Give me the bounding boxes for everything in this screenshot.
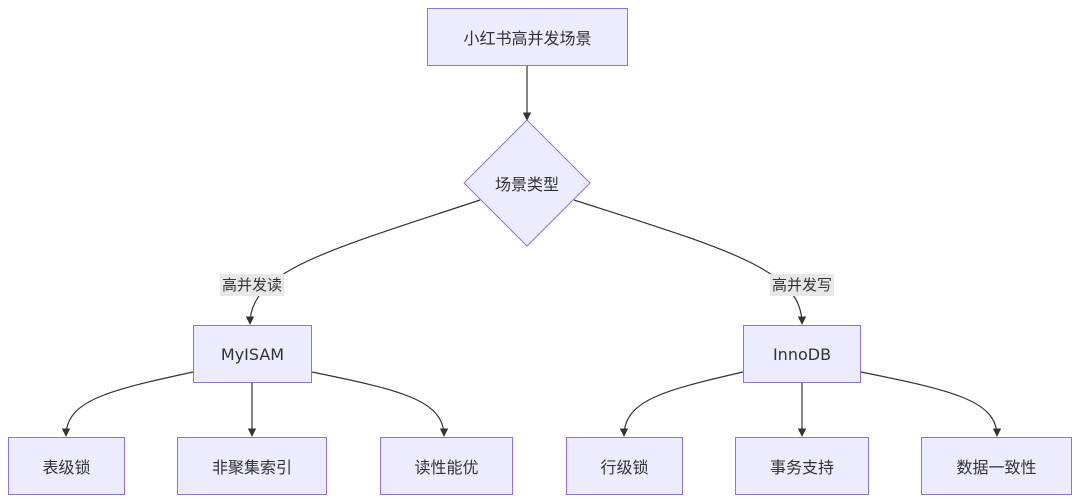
innodb-node: InnoDB — [743, 325, 861, 383]
data-consistency-node: 数据一致性 — [921, 437, 1072, 495]
transaction-support-node: 事务支持 — [735, 437, 869, 495]
edge-innodb-to-row-lock — [619, 371, 744, 437]
edge-myisam-to-read-performance — [311, 371, 449, 437]
read-performance-node: 读性能优 — [380, 437, 513, 495]
root-node: 小红书高并发场景 — [427, 8, 628, 66]
edge-myisam-to-table-lock — [61, 371, 194, 437]
myisam-node: MyISAM — [193, 325, 312, 383]
edge-label-high-read: 高并发读 — [219, 274, 285, 296]
row-lock-node: 行级锁 — [566, 437, 683, 495]
edge-label-high-write: 高并发写 — [769, 274, 835, 296]
edge-decision-to-innodb — [573, 199, 807, 325]
decision-node — [463, 119, 591, 247]
edge-innodb-to-data-consistency — [860, 371, 1002, 437]
table-lock-node: 表级锁 — [8, 437, 125, 495]
decision-node-label: 场景类型 — [494, 175, 560, 194]
edge-decision-to-myisam — [245, 199, 481, 325]
nonclustered-index-node: 非聚集索引 — [177, 437, 327, 495]
